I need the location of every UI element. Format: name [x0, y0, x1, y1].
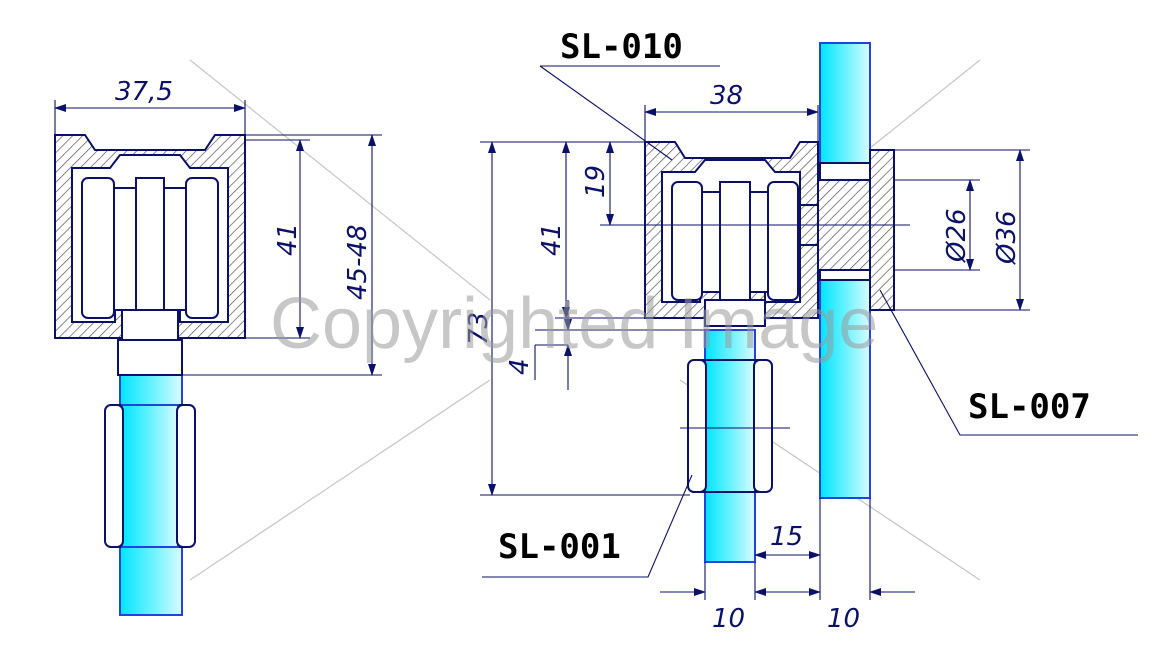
dim-offset-15: 15 — [770, 522, 803, 552]
dim-left-inner-height: 41 — [273, 223, 303, 256]
left-wheel-outer-r — [185, 177, 219, 319]
right-view: 38 19 41 73 4 Ø26 Ø36 15 — [464, 27, 1138, 634]
left-guide-flange-l — [104, 404, 124, 548]
dim-bottom-10-b: 10 — [827, 604, 860, 634]
left-wheel-center — [135, 177, 165, 319]
right-roller-flange-r — [753, 359, 773, 493]
dim-left-total-height: 45-48 — [343, 224, 373, 300]
dim-bottom-10-a: 10 — [712, 604, 745, 634]
left-hanger-stem — [117, 339, 183, 376]
bolt-head — [869, 149, 895, 311]
right-wheel-inner-l — [701, 191, 721, 293]
left-guide-glass — [121, 404, 179, 548]
right-wheel-outer-r — [767, 181, 799, 301]
leader-sl001 — [482, 474, 693, 578]
right-hanger — [704, 299, 766, 327]
right-bottom-glass — [704, 329, 756, 563]
left-guide-flange-r — [176, 404, 196, 548]
right-glass-lower — [819, 279, 871, 499]
left-wheel-inner-r — [163, 187, 187, 311]
label-sl001: SL-001 — [498, 527, 621, 567]
label-sl007: SL-007 — [968, 387, 1091, 427]
dim-right-19: 19 — [581, 165, 611, 198]
right-rail-profile — [644, 141, 819, 319]
left-wheel-outer-l — [81, 177, 115, 319]
watermark-text: Copyrighted Image — [270, 284, 878, 364]
left-rail-profile — [54, 134, 246, 339]
dim-right-73: 73 — [464, 312, 494, 345]
dim-diam-36: Ø36 — [992, 210, 1022, 265]
right-roller-flange-l — [687, 359, 707, 493]
dim-right-width: 38 — [710, 81, 743, 111]
label-sl010: SL-010 — [560, 27, 683, 67]
left-view: 37,5 41 45-48 — [54, 77, 382, 616]
leader-sl007 — [879, 289, 1138, 436]
right-glass-upper — [819, 42, 871, 164]
right-wheel-inner-r — [749, 191, 769, 293]
left-wheel-inner-l — [113, 187, 137, 311]
dim-diam-26: Ø26 — [942, 208, 972, 263]
dim-left-width: 37,5 — [115, 77, 173, 107]
left-hanger — [121, 309, 179, 341]
dim-right-4: 4 — [505, 358, 535, 375]
right-wheel-outer-l — [671, 181, 703, 301]
right-wheel-center — [719, 181, 751, 301]
dim-right-41: 41 — [537, 223, 567, 256]
